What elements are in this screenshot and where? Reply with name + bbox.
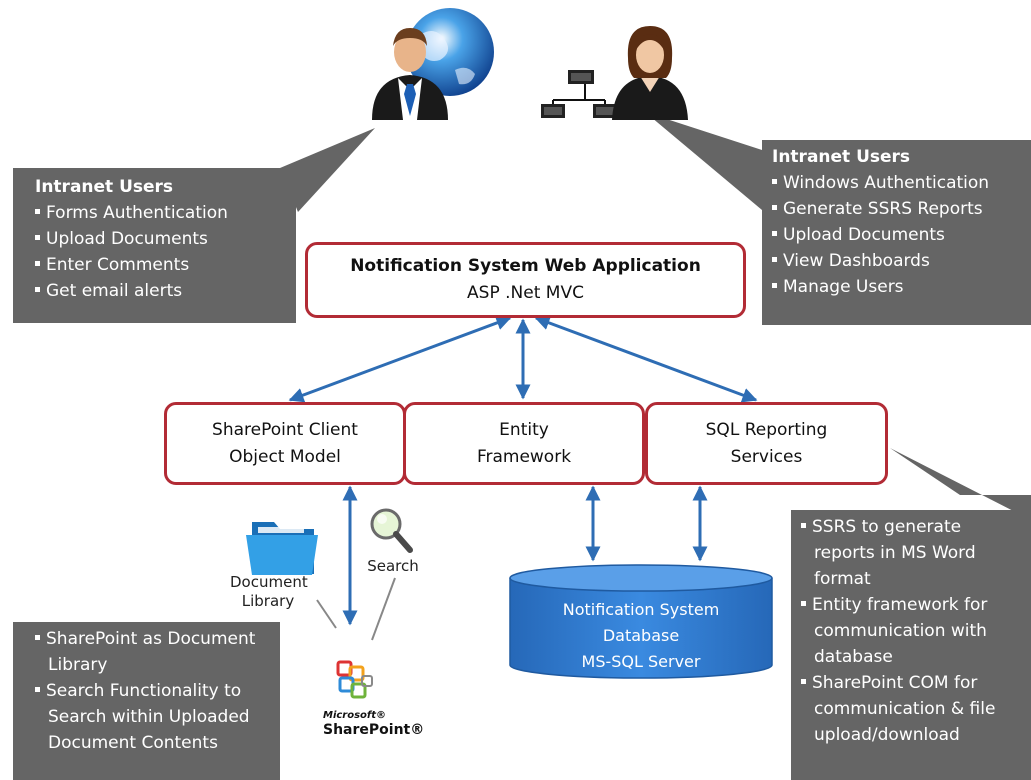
- right-callout-item: View Dashboards: [772, 248, 1031, 274]
- database-line1: Notification System: [562, 600, 720, 619]
- sharepoint-wordmark: SharePoint®: [323, 722, 425, 738]
- microsoft-wordmark: Microsoft®: [323, 710, 387, 721]
- technology-notes-callout: SSRS to generate reports in MS Word form…: [791, 510, 1031, 780]
- sharepoint-logo-icon: [336, 660, 373, 699]
- sharepoint-client-box: SharePoint Client Object Model: [164, 402, 406, 485]
- right-callout-title: Intranet Users: [772, 147, 911, 167]
- right-callout-item: Windows Authentication: [772, 170, 1031, 196]
- left-callout-title: Intranet Users: [35, 177, 174, 197]
- database-label: Notification System Database MS-SQL Serv…: [511, 597, 771, 675]
- left-users-callout: Intranet Users Forms Authentication Uplo…: [13, 168, 296, 323]
- left-callout-item: Enter Comments: [35, 252, 296, 278]
- database-line3: MS-SQL Server: [581, 652, 701, 671]
- entity-framework-line1: Entity: [499, 419, 549, 440]
- left-callout-pointer: [280, 128, 375, 212]
- connector-search-to-sharepoint: [371, 577, 396, 641]
- entity-framework-line2: Framework: [476, 446, 572, 467]
- sharepoint-client-line2: Object Model: [229, 446, 341, 467]
- bottom-right-callout-pointer: [890, 448, 1031, 520]
- web-application-title: Notification System Web Application: [350, 256, 701, 276]
- search-label: Search: [367, 557, 419, 575]
- sql-reporting-box: SQL Reporting Services: [645, 402, 888, 485]
- globe-icon: [406, 8, 494, 96]
- sql-reporting-line2: Services: [730, 446, 803, 467]
- sharepoint-feature-item: Search Functionality to Search within Up…: [35, 678, 272, 756]
- intranet-user-male-icon: [372, 28, 448, 120]
- database-cylinder: [509, 564, 773, 679]
- database-line2: Database: [602, 626, 680, 645]
- technology-note-item: Entity framework for communication with …: [801, 592, 1027, 670]
- left-callout-item: Upload Documents: [35, 226, 296, 252]
- technology-note-item: SSRS to generate reports in MS Word form…: [801, 514, 1027, 592]
- connector-doclib-to-sharepoint: [316, 599, 337, 629]
- document-library-label: Document Library: [230, 573, 308, 611]
- web-application-box: Notification System Web Application ASP …: [305, 242, 746, 318]
- right-callout-item: Generate SSRS Reports: [772, 196, 1031, 222]
- document-library-line2: Library: [241, 592, 295, 610]
- right-callout-item: Manage Users: [772, 274, 1031, 300]
- computer-network-icon: [541, 70, 617, 118]
- folder-icon: [246, 522, 318, 575]
- left-callout-item: Forms Authentication: [35, 200, 296, 226]
- sharepoint-feature-item: SharePoint as Document Library: [35, 626, 272, 678]
- right-callout-pointer: [645, 112, 762, 210]
- entity-framework-box: Entity Framework: [403, 402, 645, 485]
- left-callout-item: Get email alerts: [35, 278, 296, 304]
- sharepoint-features-callout: SharePoint as Document Library Search Fu…: [13, 622, 280, 780]
- arrow-webapp-to-sharepoint: [288, 315, 512, 403]
- arrow-webapp-to-sql: [534, 315, 758, 403]
- sql-reporting-line1: SQL Reporting: [705, 419, 828, 440]
- technology-note-item: SharePoint COM for communication & file …: [801, 670, 1027, 748]
- sharepoint-client-line1: SharePoint Client: [212, 419, 358, 440]
- right-callout-item: Upload Documents: [772, 222, 1031, 248]
- intranet-user-female-icon: [612, 26, 688, 120]
- document-library-line1: Document: [230, 573, 308, 591]
- right-users-callout: Intranet Users Windows Authentication Ge…: [762, 140, 1031, 325]
- sharepoint-logo: Microsoft® SharePoint®: [323, 710, 424, 738]
- search-icon: [370, 508, 413, 553]
- web-application-subtitle: ASP .Net MVC: [467, 283, 584, 303]
